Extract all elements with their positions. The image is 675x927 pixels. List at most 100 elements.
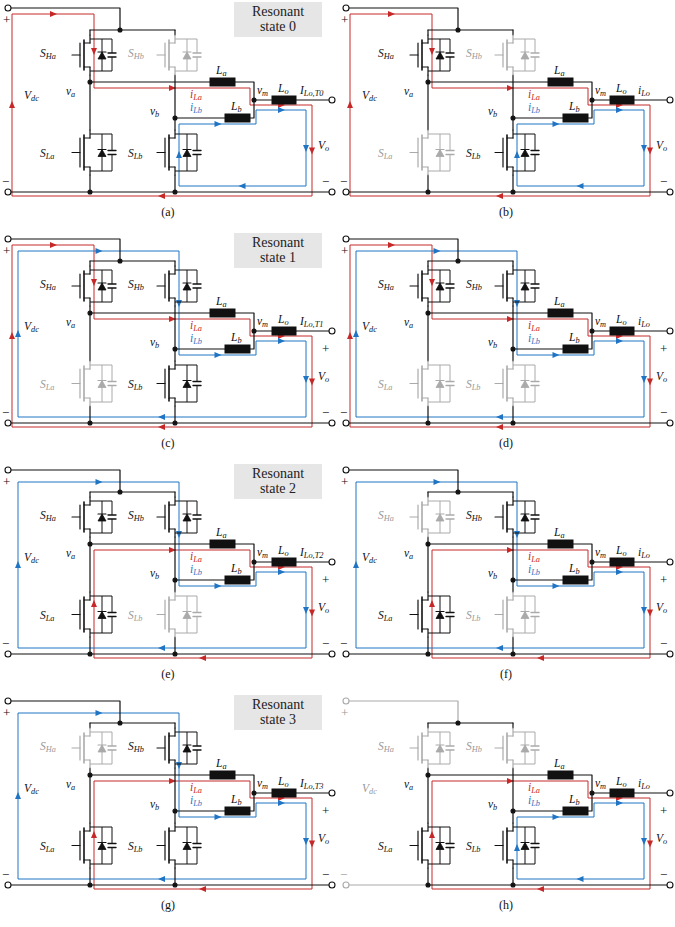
signal-label: Lb <box>231 101 242 113</box>
capacitor-symbol <box>108 56 116 57</box>
mosfet-gate <box>495 747 503 748</box>
terminal-sign: − <box>660 637 667 650</box>
diode-symbol <box>521 149 529 150</box>
diode-symbol <box>436 745 444 752</box>
current-arrowhead <box>514 300 520 307</box>
mosfet-source <box>84 166 90 167</box>
current-path-b <box>356 482 644 648</box>
inductor-symbol <box>272 96 296 104</box>
mosfet-channel <box>421 135 423 170</box>
inductor-symbol <box>563 576 588 584</box>
capacitor-symbol <box>531 843 539 844</box>
terminal-sign: − <box>322 406 329 419</box>
diode-symbol <box>183 52 191 59</box>
current-arrowhead <box>278 569 285 575</box>
current-path-a <box>94 781 312 889</box>
capacitor-symbol <box>108 283 116 284</box>
diode-symbol <box>183 611 191 612</box>
mosfet-channel <box>83 135 85 170</box>
mosfet-gate <box>72 152 80 153</box>
terminal <box>343 189 349 195</box>
capacitor-lead <box>102 827 112 844</box>
mosfet-drain <box>84 830 90 831</box>
capacitor-lead <box>187 596 197 613</box>
diode-symbol <box>98 745 106 752</box>
mosfet-source <box>422 166 428 167</box>
signal-label: Lb <box>231 332 242 344</box>
diode-symbol <box>436 52 444 59</box>
capacitor-symbol <box>531 287 539 288</box>
mosfet-gate <box>72 614 80 615</box>
capacitor-symbol <box>446 52 454 53</box>
wire <box>573 775 592 811</box>
mosfet-drain <box>84 368 90 369</box>
junction-dot <box>173 809 177 813</box>
mosfet-source <box>507 528 513 529</box>
inductor-symbol <box>610 327 634 335</box>
capacitor-symbol <box>446 150 454 151</box>
junction-dot <box>88 80 92 84</box>
capacitor-symbol <box>446 749 454 750</box>
mosfet-drain <box>84 735 90 736</box>
wire <box>90 543 210 544</box>
capacitor-lead <box>525 155 535 172</box>
current-arrowhead <box>215 583 222 589</box>
terminal <box>329 882 335 888</box>
current-arrowhead <box>537 655 544 661</box>
capacitor-symbol <box>531 612 539 613</box>
wire <box>90 312 210 313</box>
mosfet-source <box>169 528 175 529</box>
terminal <box>5 189 11 195</box>
terminal <box>5 236 11 242</box>
signal-label: SHa <box>40 48 56 60</box>
signal-label: iLa <box>190 551 202 563</box>
signal-label: SHa <box>40 741 56 753</box>
diode-symbol <box>98 611 106 612</box>
mosfet-drain <box>84 42 90 43</box>
signal-label: va <box>404 548 413 560</box>
mosfet-channel <box>421 40 423 70</box>
leg-wire <box>512 175 513 192</box>
current-arrowhead <box>309 148 315 155</box>
junction-dot <box>426 421 430 425</box>
panel-label: (b) <box>499 206 513 218</box>
wire <box>175 117 225 118</box>
junction-dot <box>173 421 177 425</box>
capacitor-symbol <box>108 381 116 382</box>
current-arrowhead <box>514 531 520 538</box>
signal-label: vb <box>150 337 159 349</box>
capacitor-lead <box>525 519 535 533</box>
terminal-sign: − <box>340 406 347 419</box>
current-arrowhead <box>616 569 623 575</box>
terminal-sign: + <box>660 342 667 355</box>
mosfet-gate <box>157 614 165 615</box>
diode-symbol <box>436 380 444 381</box>
inductor-symbol <box>210 78 235 86</box>
leg-wire <box>174 492 175 497</box>
capacitor-symbol <box>108 154 116 155</box>
capacitor-lead <box>440 827 450 844</box>
circuit-panel <box>343 5 673 199</box>
signal-label: vm <box>257 316 268 328</box>
leg-wire <box>512 492 513 497</box>
terminal <box>667 651 673 657</box>
mosfet-source <box>507 759 513 760</box>
mosfet-channel <box>168 271 170 301</box>
junction-dot <box>456 490 460 494</box>
signal-label: Vo <box>318 602 329 614</box>
mosfet-source <box>422 628 428 629</box>
junction-dot <box>511 652 515 656</box>
diode-symbol <box>98 149 106 150</box>
current-arrowhead <box>647 379 653 386</box>
state-box: Resonant state 0 <box>234 2 322 37</box>
terminal-sign: − <box>2 175 9 188</box>
mosfet-drain <box>507 42 513 43</box>
inductor-symbol <box>563 114 588 122</box>
mosfet-channel <box>83 733 85 763</box>
current-arrowhead <box>303 838 309 845</box>
signal-label: Vdc <box>24 552 39 564</box>
mosfet-source <box>507 628 513 629</box>
capacitor-symbol <box>108 843 116 844</box>
current-arrowhead <box>388 242 395 248</box>
diode-symbol <box>183 513 191 514</box>
